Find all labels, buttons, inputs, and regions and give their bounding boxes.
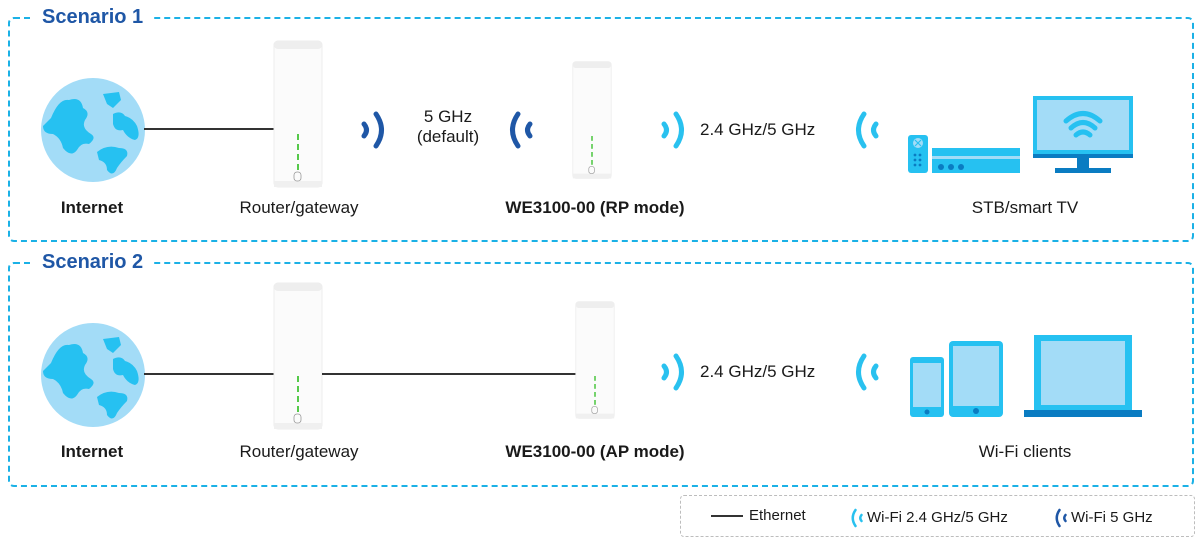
legend: Ethernet Wi-Fi 2.4 GHz/5 GHz Wi-Fi 5 GHz bbox=[680, 495, 1195, 537]
legend-wifi-dual-label: Wi-Fi 2.4 GHz/5 GHz bbox=[867, 509, 1008, 526]
legend-wifi-5ghz-label: Wi-Fi 5 GHz bbox=[1071, 509, 1153, 526]
ethernet-link bbox=[144, 128, 274, 130]
legend-wifi-dual: Wi-Fi 2.4 GHz/5 GHz bbox=[849, 507, 1008, 529]
internet-label: Internet bbox=[60, 442, 124, 461]
internet-label: Internet bbox=[60, 198, 124, 217]
scenario-1-title: Scenario 1 bbox=[34, 6, 152, 28]
router-gateway-icon bbox=[273, 38, 323, 190]
extender-label: WE3100-00 (RP mode) bbox=[505, 198, 685, 217]
client-label: Wi-Fi clients bbox=[978, 442, 1072, 461]
wifi-dual-wave-icon bbox=[849, 507, 863, 529]
client-label: STB/smart TV bbox=[971, 198, 1079, 217]
extender-label: WE3100-00 (AP mode) bbox=[505, 442, 685, 461]
legend-ethernet: Ethernet bbox=[711, 507, 806, 525]
wifi-dual-wave-right-icon bbox=[661, 110, 689, 150]
we3100-extender-icon bbox=[572, 52, 612, 188]
we3100-extender-icon bbox=[575, 292, 615, 428]
backhaul-band-line2: (default) bbox=[416, 127, 480, 146]
wifi-dual-wave-left-icon bbox=[851, 110, 879, 150]
legend-ethernet-label: Ethernet bbox=[749, 507, 806, 524]
set-top-box-icon bbox=[908, 135, 1020, 173]
client-band-label: 2.4 GHz/5 GHz bbox=[700, 362, 816, 381]
scenario-2-frame bbox=[8, 262, 1194, 487]
wifi-dual-wave-right-icon bbox=[661, 352, 689, 392]
wifi-5ghz-wave-right-icon bbox=[361, 110, 389, 150]
smart-tv-icon bbox=[1033, 96, 1133, 173]
router-gateway-icon bbox=[273, 280, 323, 432]
ethernet-link bbox=[144, 373, 274, 375]
router-label: Router/gateway bbox=[239, 442, 359, 461]
wifi-dual-wave-left-icon bbox=[851, 352, 879, 392]
internet-globe-icon bbox=[41, 323, 145, 427]
scenario-1-frame bbox=[8, 17, 1194, 242]
backhaul-band-line1: 5 GHz bbox=[423, 107, 473, 126]
laptop-icon bbox=[1024, 335, 1142, 417]
ethernet-line-icon bbox=[711, 515, 743, 517]
wifi-5ghz-wave-left-icon bbox=[505, 110, 533, 150]
backhaul-band-label: 5 GHz (default) bbox=[398, 107, 498, 147]
client-band-label: 2.4 GHz/5 GHz bbox=[700, 120, 816, 139]
ethernet-link bbox=[322, 373, 576, 375]
internet-globe-icon bbox=[41, 78, 145, 182]
legend-wifi-5ghz: Wi-Fi 5 GHz bbox=[1053, 507, 1153, 529]
phone-icon bbox=[910, 357, 944, 417]
scenario-2-title: Scenario 2 bbox=[34, 251, 152, 273]
tablet-icon bbox=[949, 341, 1003, 417]
router-label: Router/gateway bbox=[239, 198, 359, 217]
wifi-5ghz-wave-icon bbox=[1053, 507, 1067, 529]
